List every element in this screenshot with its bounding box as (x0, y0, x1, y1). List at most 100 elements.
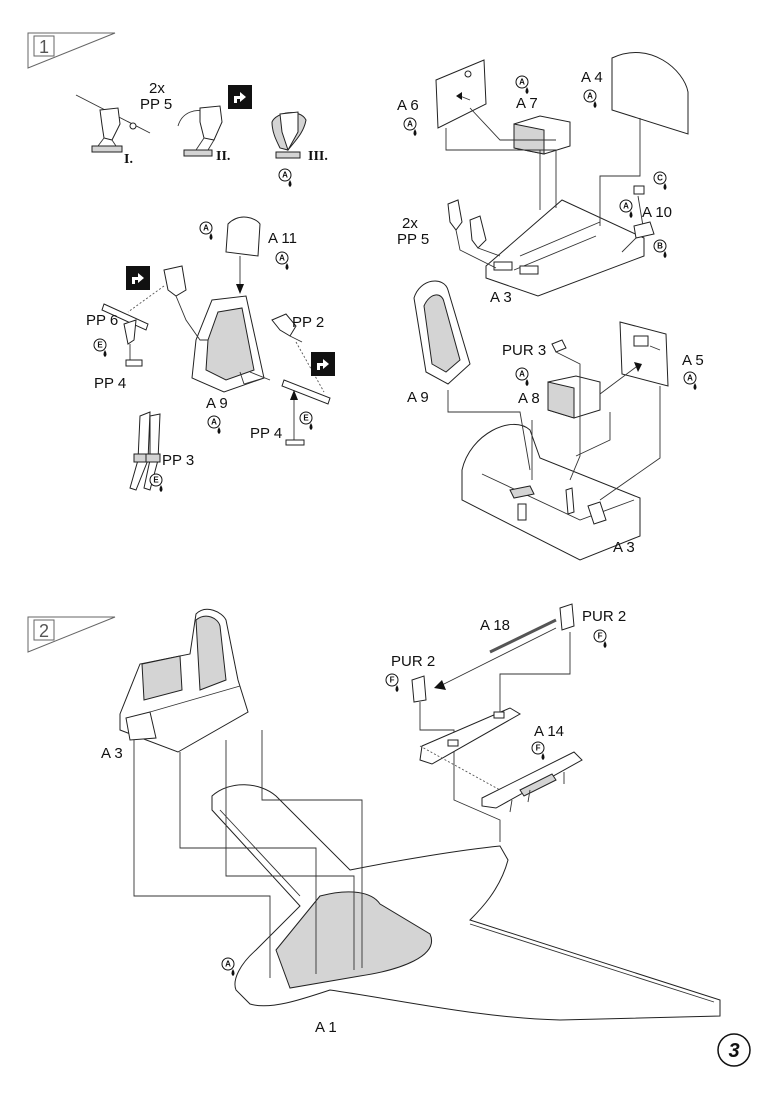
paint-drop-icon: E (93, 338, 107, 357)
label-a18: A 18 (480, 617, 510, 634)
label-a4: A 4 (581, 69, 603, 86)
console-left (419, 707, 521, 765)
step-2-number: 2 (39, 621, 49, 641)
paint-drop-icon: F (531, 741, 545, 760)
paint-drop-icon: A (583, 89, 597, 108)
paint-drop-icon: A (275, 251, 289, 270)
paint-drop-icon: A (619, 199, 633, 218)
console-a14 (481, 751, 583, 813)
paint-drop-icon: A (278, 168, 292, 187)
clip-pur3 (551, 339, 567, 353)
svg-text:A: A (225, 960, 231, 969)
svg-text:E: E (97, 341, 103, 350)
cockpit-tub-a3 (119, 608, 249, 753)
harness-pp4 (249, 371, 331, 446)
seatbelts-pp5-pair (447, 199, 501, 269)
label-pp5-right: PP 5 (397, 231, 429, 248)
side-panel-a5 (619, 321, 669, 387)
bend-arrow-icon (126, 266, 150, 290)
seatbelt-variant-1 (75, 94, 151, 153)
control-stick-a10 (621, 185, 655, 253)
label-a11: A 11 (268, 230, 297, 247)
svg-text:A: A (279, 254, 285, 263)
label-pp2: PP 2 (292, 314, 324, 331)
svg-text:F: F (598, 632, 603, 641)
label-variant-III: III. (308, 149, 328, 164)
paint-drop-icon: F (593, 629, 607, 648)
handle-pur2-left (411, 675, 427, 703)
svg-text:E: E (153, 476, 159, 485)
label-2x-right: 2x (402, 215, 418, 232)
svg-text:B: B (657, 242, 663, 251)
paint-drop-icon: A (221, 957, 235, 976)
label-a5: A 5 (682, 352, 704, 369)
label-pp6: PP 6 (86, 312, 118, 329)
svg-text:A: A (519, 370, 525, 379)
label-pp5: PP 5 (140, 96, 172, 113)
label-pur2-right: PUR 2 (582, 608, 626, 625)
label-a3-top: A 3 (490, 289, 512, 306)
label-a9-right: A 9 (407, 389, 429, 406)
label-2x: 2x (149, 80, 165, 97)
label-pur2-left: PUR 2 (391, 653, 435, 670)
label-a14: A 14 (534, 723, 564, 740)
label-pp4-left: PP 4 (94, 375, 126, 392)
paint-drop-icon: A (403, 117, 417, 136)
svg-text:A: A (587, 92, 593, 101)
paint-drop-icon: E (149, 473, 163, 492)
svg-text:A: A (407, 120, 413, 129)
bend-arrow-icon (311, 352, 335, 376)
bulkhead-a4 (611, 52, 689, 135)
label-a7: A 7 (516, 95, 538, 112)
svg-text:A: A (623, 202, 629, 211)
step-1-number: 1 (39, 37, 49, 57)
svg-text:A: A (203, 224, 209, 233)
floor-a3-top (485, 199, 645, 297)
bracket-pp2 (271, 313, 325, 393)
svg-text:F: F (390, 676, 395, 685)
label-a10: A 10 (642, 204, 672, 221)
svg-text:A: A (282, 171, 288, 180)
cockpit-a3-assembled (461, 424, 641, 561)
rod-a18 (489, 618, 557, 654)
paint-drop-icon: E (299, 411, 313, 430)
paint-drop-icon: C (653, 171, 667, 190)
label-pp3: PP 3 (162, 452, 194, 469)
svg-text:A: A (211, 418, 217, 427)
label-a1: A 1 (315, 1019, 337, 1036)
paint-drop-icon: A (199, 221, 213, 240)
box-a7 (513, 115, 571, 155)
fuselage-a1 (211, 784, 721, 1021)
step-1-marker: 1 (27, 32, 116, 69)
handle-pur2-right (559, 603, 575, 631)
label-a9: A 9 (206, 395, 228, 412)
seatbelt-variant-3 (271, 111, 307, 159)
step-2-marker: 2 (27, 616, 116, 653)
label-pur3: PUR 3 (502, 342, 546, 359)
page-number: 3 (717, 1033, 751, 1067)
paint-drop-icon: A (515, 367, 529, 386)
label-variant-I: I. (124, 152, 133, 167)
paint-drop-icon: A (515, 75, 529, 94)
headrest-a11 (225, 216, 261, 294)
svg-text:A: A (519, 78, 525, 87)
label-a8: A 8 (518, 390, 540, 407)
svg-text:E: E (303, 414, 309, 423)
paint-drop-icon: F (385, 673, 399, 692)
side-panel-a6 (435, 59, 487, 129)
svg-text:A: A (687, 374, 693, 383)
paint-drop-icon: B (653, 239, 667, 258)
seat-a9-right (413, 280, 471, 385)
box-a8 (547, 375, 601, 419)
label-a3-step2: A 3 (101, 745, 123, 762)
paint-drop-icon: A (683, 371, 697, 390)
label-pp4-right: PP 4 (250, 425, 282, 442)
seat-a9 (191, 295, 265, 393)
harness-pp6 (101, 265, 208, 367)
svg-text:C: C (657, 174, 663, 183)
label-a3-mid: A 3 (613, 539, 635, 556)
svg-text:F: F (536, 744, 541, 753)
bend-arrow-icon (228, 85, 252, 109)
seatbelt-variant-2 (177, 105, 223, 157)
